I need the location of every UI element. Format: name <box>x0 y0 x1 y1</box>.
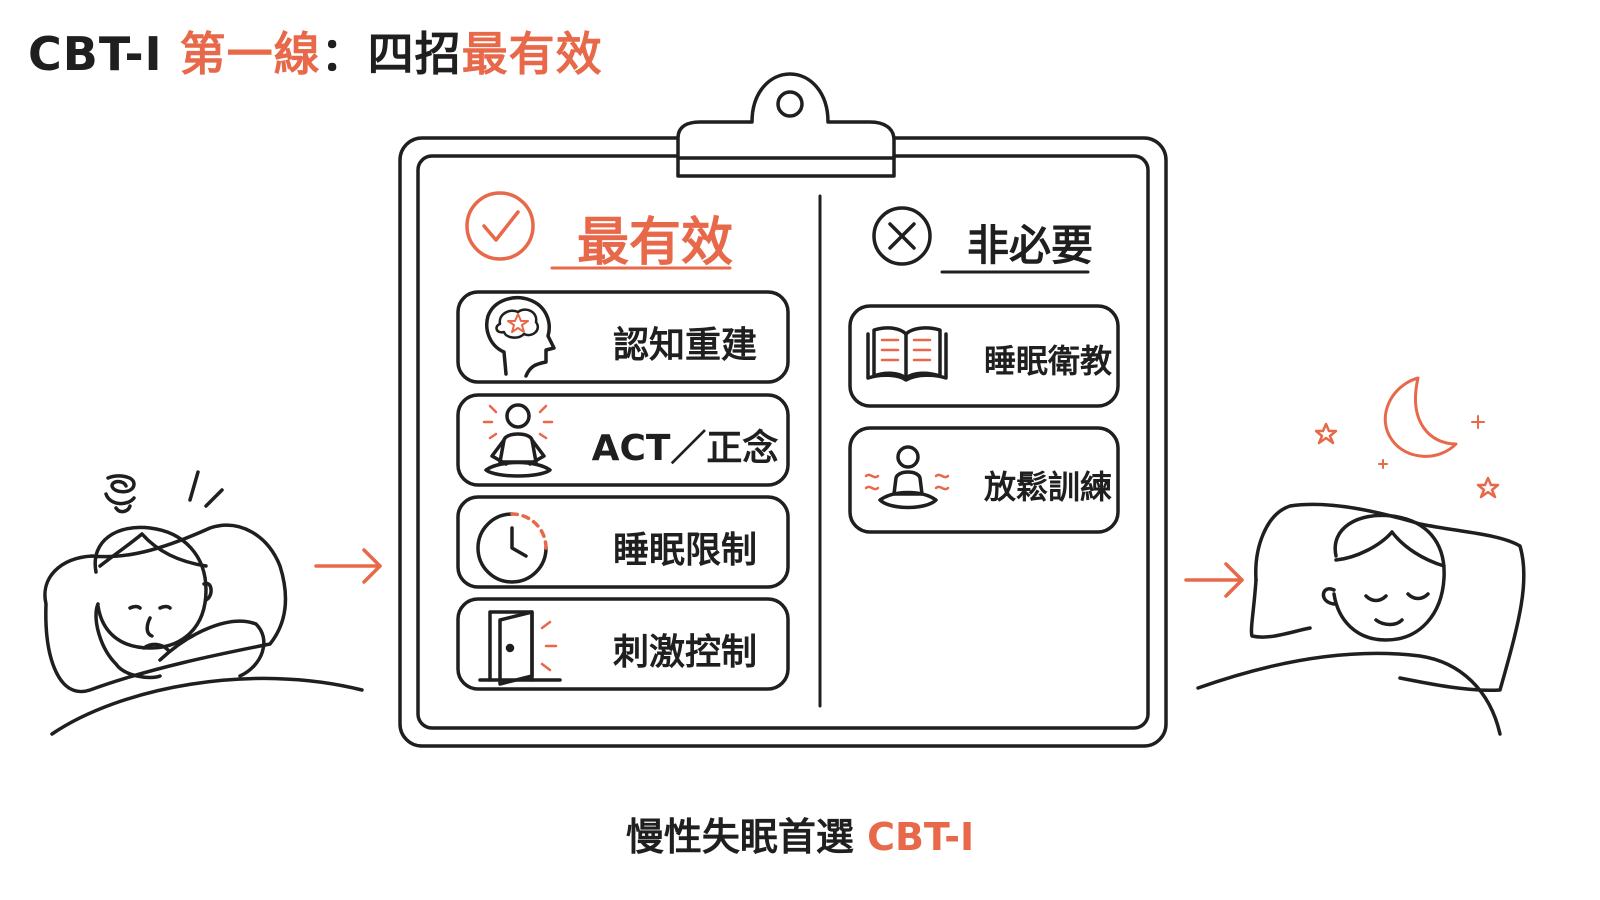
item-box-1 <box>456 290 790 384</box>
item-box-4 <box>456 597 790 691</box>
effective-item-label-4: 刺激控制 <box>612 632 757 673</box>
arrow-right-icon <box>314 548 382 584</box>
x-circle-icon <box>872 206 932 266</box>
sleepless-person-icon <box>43 470 364 736</box>
unnecessary-heading: 非必要 <box>967 221 1094 270</box>
open-book-icon <box>866 326 948 382</box>
effective-heading: 最有效 <box>577 213 734 273</box>
caption-highlight: CBT-I <box>867 815 975 859</box>
door-icon <box>478 610 562 686</box>
title-highlight: 第一線 <box>179 27 321 81</box>
moon-stars-icon <box>1314 376 1500 499</box>
item-box-2 <box>456 393 790 487</box>
effective-item-label-2: ACT／正念 <box>591 428 779 469</box>
title-emphasis: 最有效 <box>461 27 603 81</box>
item-box-5 <box>848 304 1120 408</box>
unnecessary-item-label: 睡眠衛教 <box>983 342 1112 380</box>
check-circle-icon <box>465 191 535 261</box>
meditation-icon <box>482 403 554 478</box>
head-brain-star-icon <box>485 295 556 378</box>
clock-icon <box>476 512 548 584</box>
title-middle: ：四招 <box>320 27 462 81</box>
page-title: CBT-I 第一線：四招最有效 <box>28 18 603 84</box>
caption: 慢性失眠首選 CBT-I <box>0 806 1600 861</box>
sleeping-person-icon <box>1196 502 1526 736</box>
item-box-3 <box>456 495 790 589</box>
item-box-6 <box>848 426 1120 534</box>
effective-item-label-3: 睡眠限制 <box>612 530 757 571</box>
relaxation-icon <box>864 445 950 510</box>
arrow-right-icon-2 <box>1184 562 1244 598</box>
effective-item-label: 認知重建 <box>612 325 757 366</box>
clipboard-icon <box>398 72 1168 748</box>
unnecessary-item-label-2: 放鬆訓練 <box>983 468 1112 506</box>
caption-text: 慢性失眠首選 <box>625 815 854 859</box>
title-prefix: CBT-I <box>28 27 163 81</box>
